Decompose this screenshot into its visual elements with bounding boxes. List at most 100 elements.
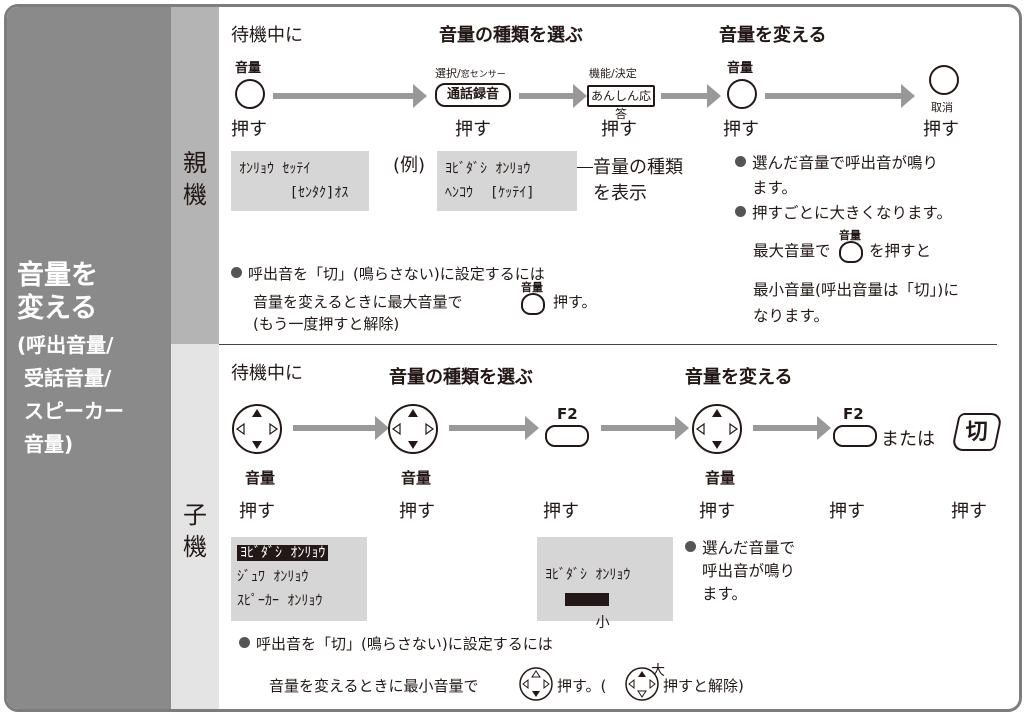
- arrow-icon: [661, 84, 721, 108]
- handset-lcd-display-2: ﾖﾋﾞﾀﾞｼ ｵﾝﾘｮｳ 小 大: [537, 537, 673, 679]
- volume-small-label: 小: [595, 615, 610, 631]
- arrow-icon: [449, 416, 539, 440]
- f2-label: F2: [843, 405, 864, 423]
- push-text: 押す: [723, 119, 759, 140]
- handset-label-char: 子: [183, 501, 207, 529]
- bullet-icon: [735, 156, 746, 167]
- arrow-icon: [765, 84, 915, 108]
- base-volume-btn-label: 音量: [235, 61, 262, 76]
- base-lcd-display-2: ﾖﾋﾞﾀﾞｼ ｵﾝﾘｮｳ ﾍﾝｺｳ [ｹｯﾃｲ]: [437, 151, 577, 211]
- handset-label: 子 機: [181, 499, 209, 563]
- push-text: 押す: [231, 119, 267, 140]
- base-note-min: 最小音量(呼出音量は「切」)に なります。: [753, 277, 959, 329]
- note-line: 呼出音が鳴り: [702, 562, 796, 580]
- dpad-label: 音量: [245, 469, 276, 487]
- instruction-panel: 音量を 変える (呼出音量/ 受話音量/ スピーカー 音量) 親 機 子 機 待…: [4, 4, 1022, 712]
- f2-button[interactable]: [833, 425, 877, 447]
- section-subtitle-line: (呼出音量/: [17, 333, 114, 357]
- handset-head-select: 音量の種類を選ぶ: [389, 367, 533, 388]
- bullet-icon: [239, 637, 250, 648]
- section-title-line: 音量を: [17, 260, 98, 291]
- note-line: なります。: [753, 307, 829, 325]
- base-unit-label: 親 機: [181, 147, 209, 211]
- handset-label-bg: [171, 344, 219, 709]
- base-note-off-line1-end: 押す。: [553, 293, 597, 311]
- base-unit-label-bg: [171, 7, 219, 344]
- lcd-line: ｽﾋﾟｰｶｰ ｵﾝﾘｮｳ: [237, 593, 323, 609]
- base-note-max-volume: 最大音量で: [753, 242, 831, 260]
- select-top-label: 選択/: [435, 67, 461, 80]
- push-text: 押す: [923, 119, 959, 140]
- push-text: 押す: [829, 501, 865, 522]
- section-subtitle: (呼出音量/ 受話音量/ スピーカー 音量): [17, 329, 124, 461]
- note-line: 押すごとに大きくなります。: [752, 204, 952, 222]
- note-btn-label: 音量: [839, 229, 861, 242]
- push-text: 押す: [239, 501, 275, 522]
- base-select-button[interactable]: 通話録音: [435, 83, 511, 107]
- lcd-line: ﾖﾋﾞﾀﾞｼ ｵﾝﾘｮｳ: [545, 567, 631, 583]
- base-volume2-btn-label: 音量: [727, 61, 754, 76]
- base-volume-button[interactable]: [235, 79, 265, 109]
- dpad-icon[interactable]: [387, 403, 439, 455]
- base-cancel-button[interactable]: [929, 65, 959, 95]
- lcd-line: [ｾﾝﾀｸ]ｵｽ: [239, 185, 349, 201]
- lcd-line-selected: ﾖﾋﾞﾀﾞｼ ｵﾝﾘｮｳ: [237, 545, 329, 561]
- section-subtitle-line: 音量): [17, 432, 74, 456]
- base-volume2-button[interactable]: [727, 79, 757, 109]
- bullet-icon: [231, 267, 242, 278]
- base-unit-label-char: 機: [183, 181, 207, 209]
- base-step-idle: 待機中に: [231, 25, 303, 46]
- handset-note-off-mid: 押す。(: [557, 677, 607, 695]
- dpad-down-icon: [519, 667, 553, 701]
- section-subtitle-line: スピーカー: [17, 399, 124, 423]
- volume-button-icon: [521, 293, 545, 315]
- push-text: 押す: [399, 501, 435, 522]
- base-func-btn-toplabel: 機能/決定: [589, 67, 637, 80]
- section-title-line: 変える: [17, 293, 98, 324]
- base-note-press: を押すと: [869, 242, 932, 260]
- note-line: 最小音量(呼出音量は「切」)に: [753, 281, 959, 299]
- dpad-up-icon: [625, 667, 659, 701]
- note-line: ます。: [702, 585, 747, 603]
- dpad-icon[interactable]: [691, 403, 743, 455]
- note-line: 選んだ音量で: [702, 539, 796, 557]
- base-head-change: 音量を変える: [719, 25, 827, 46]
- base-note-off-title: 呼出音を「切」(鳴らさない)に設定するには: [231, 263, 545, 284]
- callout-line: [577, 167, 593, 168]
- base-func-button[interactable]: あんしん応答: [587, 85, 655, 121]
- section-title: 音量を 変える: [17, 259, 98, 325]
- bullet-icon: [735, 206, 746, 217]
- push-text: 押す: [699, 501, 735, 522]
- off-key-label: 切: [965, 420, 988, 445]
- arrow-icon: [753, 416, 831, 440]
- base-note-off-line1: 音量を変えるときに最大音量で: [253, 293, 463, 311]
- handset-lcd-display-1: ﾖﾋﾞﾀﾞｼ ｵﾝﾘｮｳ ｼﾞｭﾜ ｵﾝﾘｮｳ ｽﾋﾟｰｶｰ ｵﾝﾘｮｳ: [231, 537, 367, 621]
- base-note-off-line2: (もう一度押すと解除): [253, 315, 400, 333]
- lcd-line: ｼﾞｭﾜ ｵﾝﾘｮｳ: [237, 569, 309, 585]
- or-text: または: [881, 429, 935, 450]
- note-line: 選んだ音量で呼出音が鳴り: [752, 154, 939, 172]
- note-btn-label: 音量: [521, 281, 543, 294]
- base-unit-label-char: 親: [183, 149, 207, 177]
- handset-head-change: 音量を変える: [685, 367, 793, 388]
- lcd-line: ｵﾝﾘｮｳ ｾｯﾃｲ: [239, 161, 311, 177]
- push-text: 押す: [543, 501, 579, 522]
- section-divider: [219, 344, 997, 345]
- note-line: を表示: [593, 183, 647, 204]
- base-head-select: 音量の種類を選ぶ: [439, 25, 583, 46]
- arrow-icon: [293, 416, 389, 440]
- handset-note-off-title: 呼出音を「切」(鳴らさない)に設定するには: [239, 633, 553, 654]
- section-sidebar: 音量を 変える (呼出音量/ 受話音量/ スピーカー 音量): [7, 7, 171, 709]
- select-top-small: 窓センサー: [460, 70, 506, 80]
- off-key-button[interactable]: 切: [950, 413, 1004, 451]
- arrow-icon: [519, 84, 587, 108]
- handset-notes-right: 選んだ音量で 呼出音が鳴り ます。: [685, 537, 795, 606]
- section-subtitle-line: 受話音量/: [17, 366, 112, 390]
- f2-button[interactable]: [545, 425, 589, 447]
- volume-level-row: 小 大: [545, 587, 665, 679]
- dpad-icon[interactable]: [231, 403, 283, 455]
- f2-label: F2: [557, 405, 578, 423]
- handset-label-char: 機: [183, 533, 207, 561]
- arrow-icon: [273, 84, 427, 108]
- volume-button-icon: [839, 241, 863, 263]
